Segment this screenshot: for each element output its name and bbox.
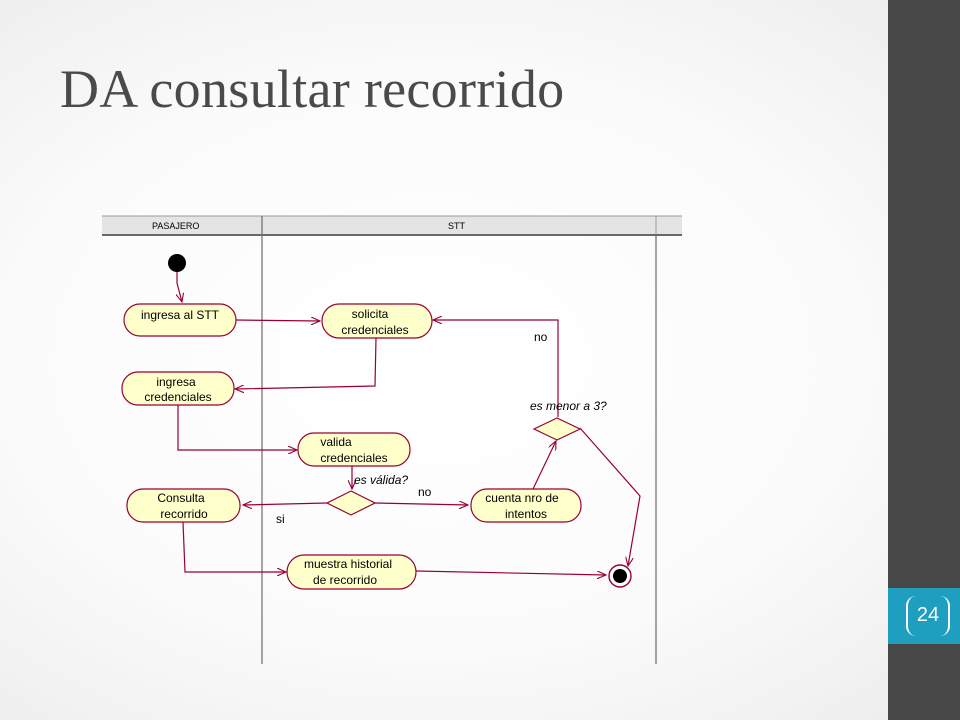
activity-valida-credenciales-line-2: credenciales xyxy=(320,451,387,465)
activity-consulta-recorrido-line-1: Consulta xyxy=(157,491,205,505)
flow-decision-si-to-consulta xyxy=(243,503,328,505)
activity-valida-credenciales: valida credenciales xyxy=(297,432,411,467)
activity-solicita-credenciales: solicita credenciales xyxy=(321,303,433,339)
activity-ingresa-credenciales-line-1: ingresa xyxy=(156,375,196,389)
flow-solicita-to-ingresa-cred xyxy=(235,337,377,389)
activity-ingresa-stt-label: ingresa al STT xyxy=(141,308,220,322)
guard-es-menor: es menor a 3? xyxy=(530,399,607,413)
activity-cuenta-intentos-line-1: cuenta nro de xyxy=(485,491,559,505)
decision-es-menor xyxy=(532,417,582,441)
flow-decision-no-to-cuenta xyxy=(374,503,468,505)
activity-consulta-recorrido: Consulta recorrido xyxy=(126,488,241,523)
decision-es-valida xyxy=(325,490,377,516)
activity-muestra-historial-line-2: de recorrido xyxy=(313,573,377,587)
guard-no-menor: no xyxy=(534,330,548,344)
page-number: 24 xyxy=(906,596,950,636)
activity-solicita-credenciales-line-1: solicita xyxy=(352,307,389,321)
activity-ingresa-credenciales: ingresa credenciales xyxy=(121,371,235,406)
flow-cuenta-to-menor xyxy=(532,441,556,490)
swimlane-label-stt: STT xyxy=(448,221,466,231)
end-node xyxy=(608,564,632,588)
start-node xyxy=(168,254,186,272)
swimlane-header: PASAJERO STT xyxy=(102,215,682,236)
slide-title: DA consultar recorrido xyxy=(60,59,565,119)
flow-ingresa-stt-to-solicita xyxy=(235,320,320,321)
flow-muestra-to-end xyxy=(415,570,606,575)
flow-menor-no-to-solicita xyxy=(433,320,559,417)
guard-es-valida: es válida? xyxy=(354,473,408,487)
flow-ingresa-cred-to-valida xyxy=(177,405,297,450)
flow-start-to-ingresa-stt xyxy=(177,272,182,302)
activity-cuenta-intentos-line-2: intentos xyxy=(505,507,547,521)
swimlane-label-pasajero: PASAJERO xyxy=(152,221,199,231)
swimlane-header-bar xyxy=(102,216,682,234)
activity-muestra-historial-line-1: muestra historial xyxy=(304,557,392,571)
activity-valida-credenciales-line-1: valida xyxy=(320,435,352,449)
activity-consulta-recorrido-line-2: recorrido xyxy=(160,507,208,521)
activity-ingresa-credenciales-line-2: credenciales xyxy=(144,390,211,404)
flow-consulta-to-muestra xyxy=(182,521,286,572)
flow-menor-to-end xyxy=(579,427,641,566)
activity-solicita-credenciales-line-2: credenciales xyxy=(341,323,408,337)
guard-si-valida: si xyxy=(276,512,285,526)
guard-no-valida: no xyxy=(418,485,432,499)
activity-cuenta-intentos: cuenta nro de intentos xyxy=(470,488,582,523)
activity-muestra-historial: muestra historial de recorrido xyxy=(286,554,417,590)
activity-ingresa-stt: ingresa al STT xyxy=(123,303,237,337)
